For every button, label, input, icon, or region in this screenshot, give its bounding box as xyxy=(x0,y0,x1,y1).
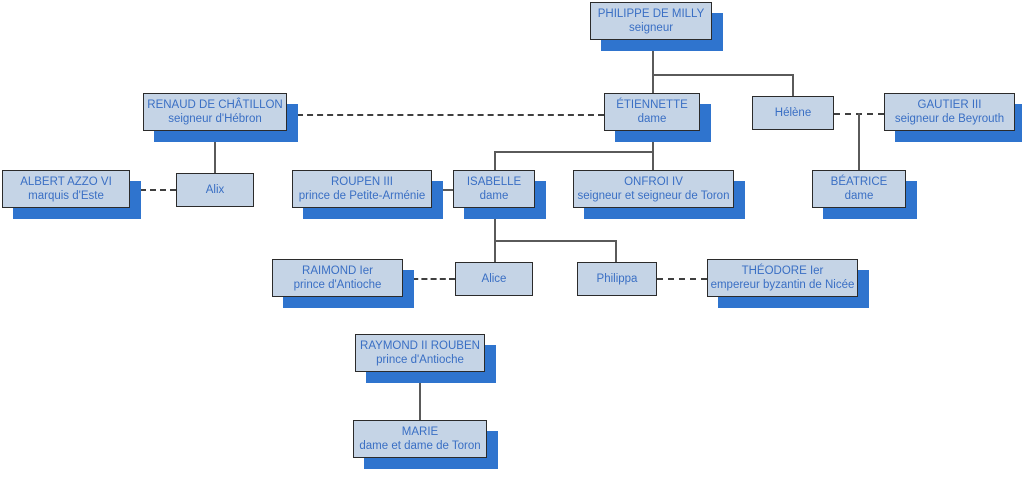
connector-etiennette-bus xyxy=(494,151,654,153)
node-name: ALBERT AZZO VI xyxy=(20,175,112,188)
node-raymond2[interactable]: RAYMOND II ROUBEN prince d'Antioche xyxy=(355,334,485,372)
connector-raymond2-to-marie xyxy=(419,372,421,420)
node-name: GAUTIER III xyxy=(917,98,982,111)
node-name: Alice xyxy=(481,272,507,285)
node-etiennette[interactable]: ÉTIENNETTE dame xyxy=(604,93,700,131)
node-title: dame xyxy=(479,190,509,202)
connector-philippe-to-etiennette xyxy=(652,74,654,93)
node-title: prince d'Antioche xyxy=(376,354,464,366)
node-title: prince d'Antioche xyxy=(293,279,382,291)
node-onfroi[interactable]: ONFROI IV seigneur et seigneur de Toron xyxy=(573,170,734,208)
node-title: empereur byzantin de Nicée xyxy=(710,279,855,291)
node-name: RAYMOND II ROUBEN xyxy=(360,339,480,352)
connector-philippe-to-helene xyxy=(792,74,794,96)
node-beatrice[interactable]: BÉATRICE dame xyxy=(812,170,906,208)
node-alix[interactable]: Alix xyxy=(176,173,254,207)
connector-philippe-bus xyxy=(652,74,794,76)
node-isabelle[interactable]: ISABELLE dame xyxy=(453,170,535,208)
node-name: THÉODORE Ier xyxy=(741,264,824,277)
connector-etiennette-to-isabelle xyxy=(494,151,496,170)
marriage-raimond-alice xyxy=(403,278,455,280)
node-helene[interactable]: Hélène xyxy=(752,96,834,130)
node-name: ROUPEN III xyxy=(331,175,393,188)
connector-renaud-to-alix xyxy=(214,131,216,173)
node-name: BÉATRICE xyxy=(830,175,888,188)
connector-isabelle-to-philippa xyxy=(615,240,617,262)
node-title: dame xyxy=(844,190,874,202)
node-raimond[interactable]: RAIMOND Ier prince d'Antioche xyxy=(272,259,403,297)
node-title: seigneur de Beyrouth xyxy=(894,113,1005,125)
connector-isabelle-bus xyxy=(494,240,617,242)
node-title: seigneur et seigneur de Toron xyxy=(577,190,730,202)
node-philippa[interactable]: Philippa xyxy=(577,262,657,296)
connector-etiennette-to-onfroi xyxy=(652,151,654,170)
node-title: seigneur xyxy=(628,22,674,34)
node-name: RAIMOND Ier xyxy=(302,264,373,277)
node-roupen[interactable]: ROUPEN III prince de Petite-Arménie xyxy=(292,170,432,208)
connector-philippe-stem xyxy=(652,40,654,74)
marriage-philippa-theodore xyxy=(657,278,707,280)
node-name: ISABELLE xyxy=(466,175,522,188)
node-name: ONFROI IV xyxy=(624,175,683,188)
node-name: Philippa xyxy=(596,272,638,285)
connector-helene-gautier-to-beatrice xyxy=(858,113,860,170)
node-theodore[interactable]: THÉODORE Ier empereur byzantin de Nicée xyxy=(707,259,858,297)
node-title: dame xyxy=(637,113,667,125)
node-name: PHILIPPE DE MILLY xyxy=(597,7,705,20)
node-gautier[interactable]: GAUTIER III seigneur de Beyrouth xyxy=(884,93,1015,131)
node-name: MARIE xyxy=(401,425,439,438)
node-name: Alix xyxy=(205,183,225,196)
node-name: RENAUD DE CHÂTILLON xyxy=(147,98,283,111)
marriage-renaud-etiennette xyxy=(287,114,604,116)
node-title: seigneur d'Hébron xyxy=(168,113,262,125)
connector-isabelle-to-alice xyxy=(494,240,496,262)
node-marie[interactable]: MARIE dame et dame de Toron xyxy=(353,420,487,458)
node-title: dame et dame de Toron xyxy=(359,440,481,452)
connector-isabelle-stem xyxy=(494,208,496,240)
node-title: marquis d'Este xyxy=(28,190,104,202)
marriage-albert-alix xyxy=(130,189,176,191)
node-alice[interactable]: Alice xyxy=(455,262,533,296)
node-title: prince de Petite-Arménie xyxy=(298,190,426,202)
node-name: ÉTIENNETTE xyxy=(616,98,688,111)
node-renaud[interactable]: RENAUD DE CHÂTILLON seigneur d'Hébron xyxy=(143,93,287,131)
node-name: Hélène xyxy=(774,106,812,119)
node-philippe[interactable]: PHILIPPE DE MILLY seigneur xyxy=(590,2,712,40)
node-albert[interactable]: ALBERT AZZO VI marquis d'Este xyxy=(2,170,130,208)
